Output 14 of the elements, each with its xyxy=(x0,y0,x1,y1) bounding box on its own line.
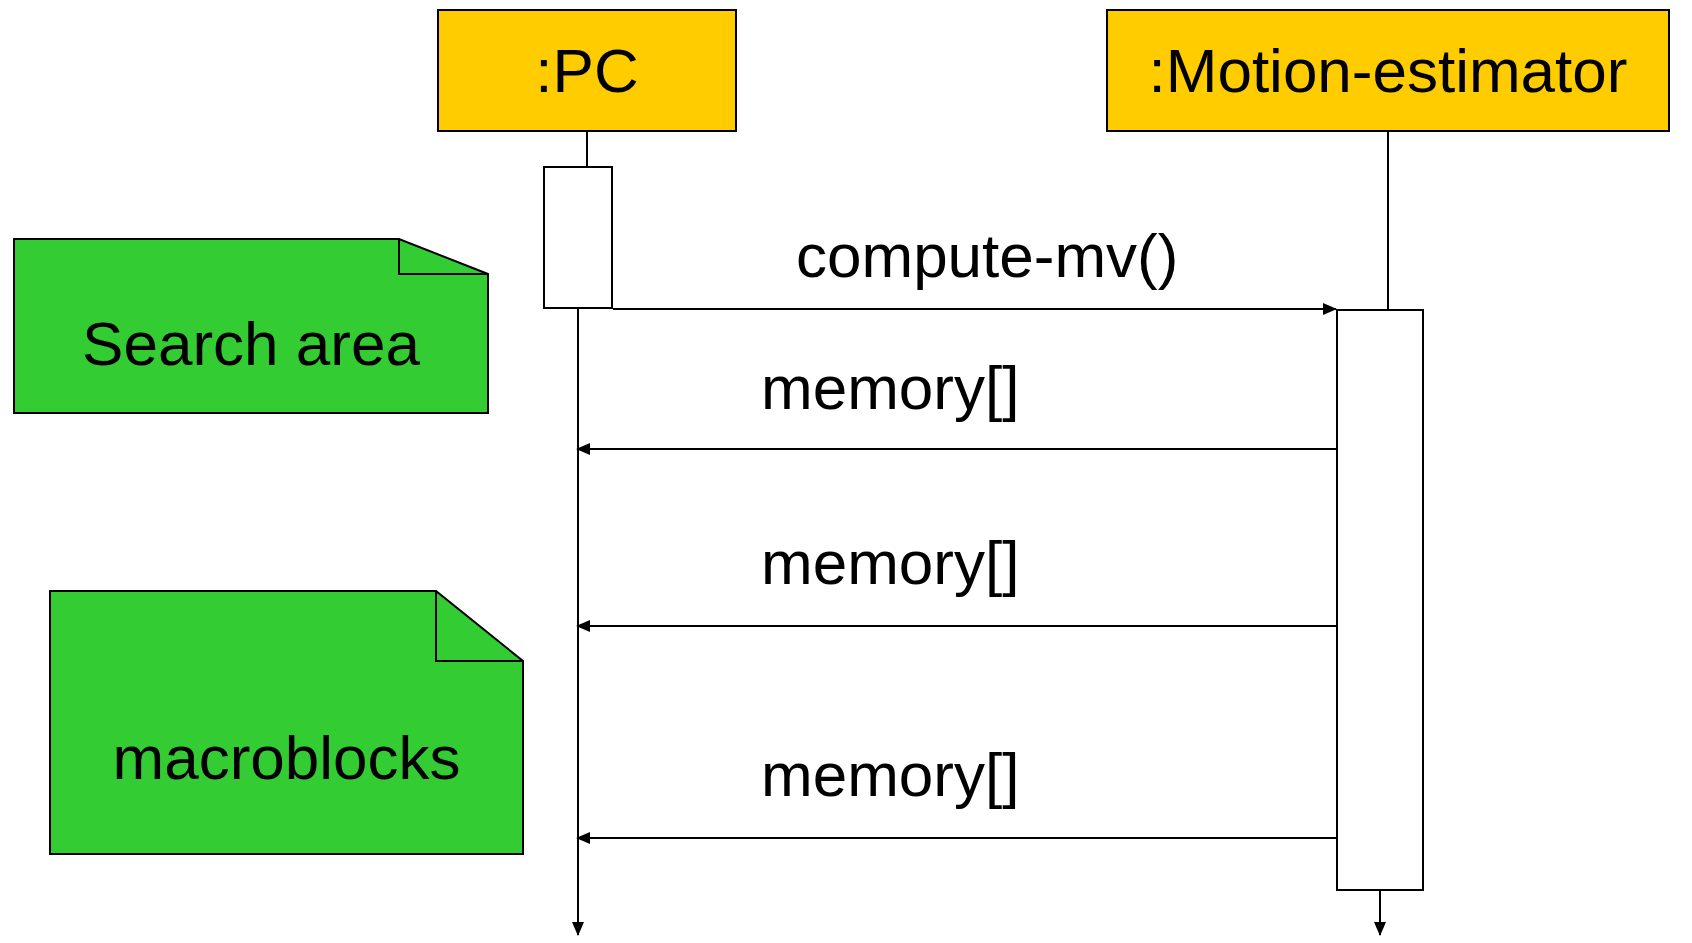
message-arrow xyxy=(576,443,1337,455)
activation-bar xyxy=(1336,309,1424,891)
note-text: Search area xyxy=(81,312,421,375)
activation-bar xyxy=(543,166,613,309)
lifeline xyxy=(1387,131,1389,310)
message-arrow xyxy=(576,620,1337,632)
lifeline xyxy=(1374,890,1386,936)
lifeline-head: :Motion-estimator xyxy=(1106,9,1670,132)
lifeline xyxy=(572,308,584,936)
lifeline-head: :PC xyxy=(437,9,737,132)
note-text: macroblocks xyxy=(111,726,462,789)
message-arrow xyxy=(612,303,1337,315)
lifeline xyxy=(586,131,588,167)
message-arrow xyxy=(576,832,1337,844)
